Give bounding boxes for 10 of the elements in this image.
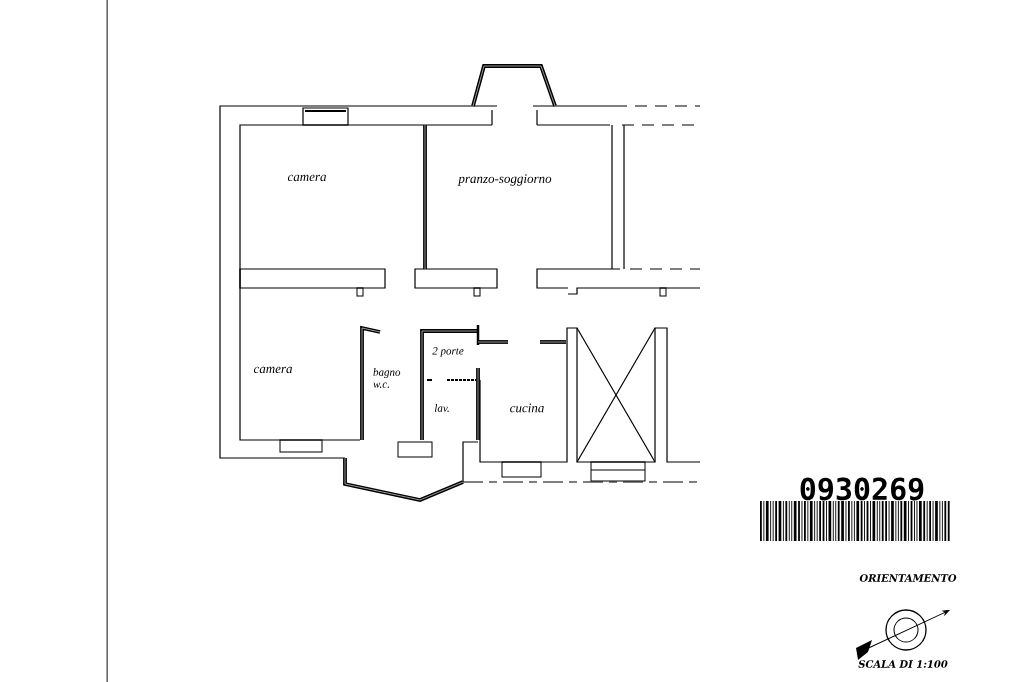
room-label: pranzo-soggiorno <box>457 174 552 186</box>
scale-note: SCALA DI 1:100 <box>858 660 948 668</box>
room-label: camera <box>253 366 292 374</box>
room-label: cucina <box>510 403 544 413</box>
room-label: lav. <box>434 404 449 412</box>
compass-heading: ORIENTAMENTO <box>859 574 957 582</box>
room-label: 2 porte <box>432 347 464 357</box>
room-label: bagno w.c. <box>373 368 401 388</box>
drawing-number: 0930269 <box>800 477 924 501</box>
room-label: camera <box>287 174 326 182</box>
